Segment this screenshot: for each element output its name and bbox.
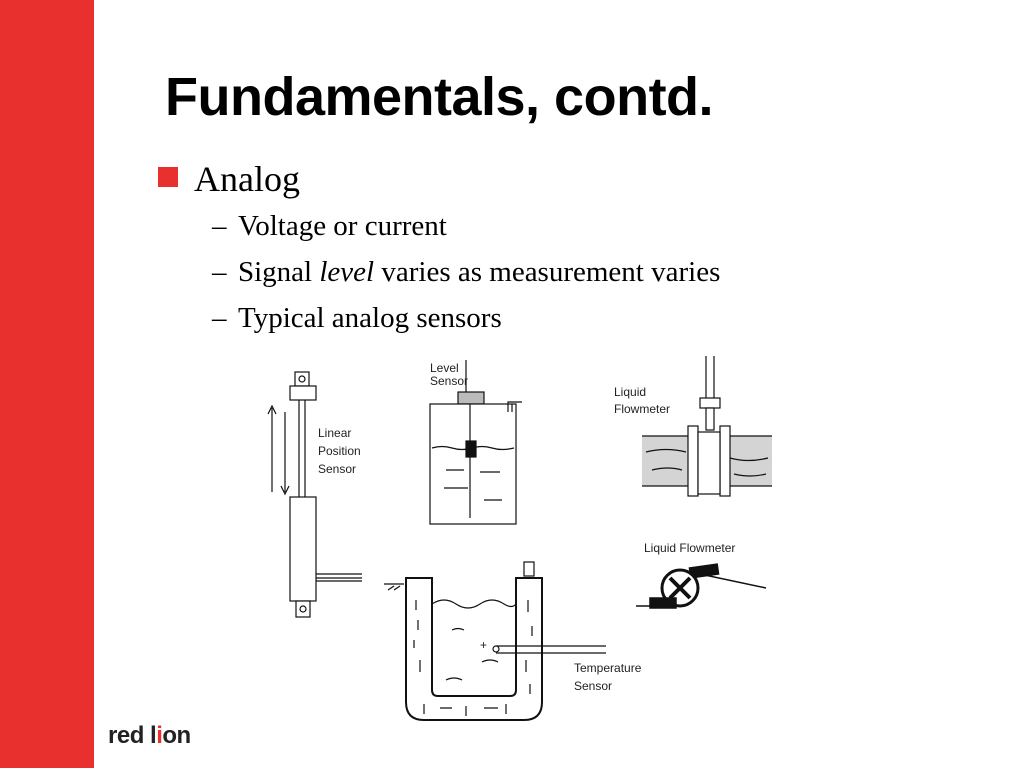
- subbullet-signal-level: –Signal level varies as measurement vari…: [212, 256, 720, 289]
- linear-sensor-label-3: Sensor: [318, 462, 356, 476]
- flowmeter-top-label-1: Liquid: [614, 385, 646, 399]
- subbullet-text: Voltage or current: [238, 210, 447, 242]
- subbullet-text-before: Signal: [238, 256, 320, 288]
- liquid-flowmeter-top-diagram: [642, 356, 772, 497]
- subbullet-text-after: varies as measurement varies: [374, 256, 721, 288]
- subbullet-voltage: –Voltage or current: [212, 210, 447, 243]
- subbullet-text-emphasis: level: [319, 256, 375, 288]
- dash-icon: –: [212, 210, 227, 242]
- temperature-sensor-diagram: [384, 561, 606, 721]
- logo-text-right: on: [162, 722, 191, 749]
- bullet-analog: Analog: [158, 158, 300, 200]
- liquid-flowmeter-bottom-diagram: [636, 563, 767, 609]
- flowmeter-bottom-label: Liquid Flowmeter: [644, 541, 735, 555]
- level-sensor-label-2: Sensor: [430, 374, 468, 388]
- square-bullet-icon: [158, 167, 178, 187]
- subbullet-text: Typical analog sensors: [238, 302, 502, 334]
- temperature-sensor-label-1: Temperature: [574, 661, 642, 675]
- dash-icon: –: [212, 256, 227, 288]
- level-sensor-diagram: [429, 360, 522, 525]
- linear-position-sensor-diagram: [267, 371, 362, 618]
- red-lion-logo: red lion: [108, 722, 191, 750]
- logo-text-left: red l: [108, 722, 157, 749]
- flowmeter-top-label-2: Flowmeter: [614, 402, 670, 416]
- subbullet-typical-sensors: –Typical analog sensors: [212, 302, 502, 335]
- level-sensor-label-1: Level: [430, 361, 459, 375]
- slide-title: Fundamentals, contd.: [165, 67, 714, 127]
- bullet-text: Analog: [194, 159, 300, 199]
- temperature-plus-sign: +: [480, 638, 487, 652]
- temperature-sensor-label-2: Sensor: [574, 679, 612, 693]
- logo-lion-mark: i: [156, 722, 163, 749]
- dash-icon: –: [212, 302, 227, 334]
- linear-sensor-label-2: Position: [318, 444, 361, 458]
- left-accent-bar: [0, 0, 94, 768]
- linear-sensor-label-1: Linear: [318, 426, 351, 440]
